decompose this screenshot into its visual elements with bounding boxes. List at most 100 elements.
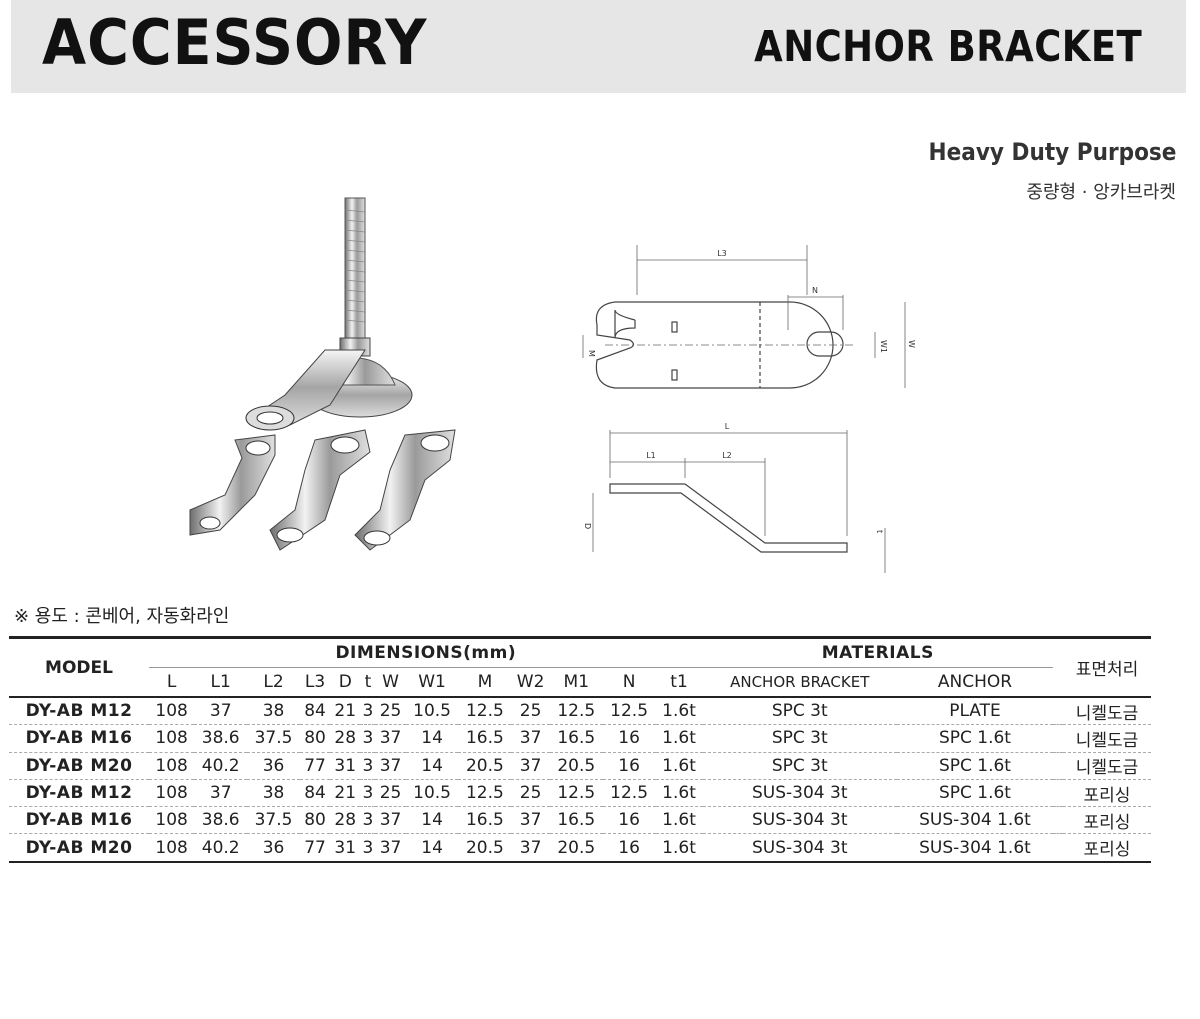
column-header-M1: M1	[549, 667, 603, 698]
cell-n: 16	[602, 833, 656, 863]
column-header-W2: W2	[511, 667, 550, 698]
cell-n: 16	[602, 806, 656, 835]
cell-m: 16.5	[458, 724, 512, 753]
cell-surface: 니켈도금	[1063, 724, 1151, 753]
column-header-t1: t1	[655, 667, 703, 698]
column-header-L3: L3	[299, 667, 331, 698]
cell-l1: 38.6	[194, 724, 248, 753]
cell-w2: 37	[511, 806, 550, 835]
product-photo	[189, 197, 456, 551]
cell-surface: 포리싱	[1063, 806, 1151, 835]
cell-n: 16	[602, 752, 656, 780]
column-header-anchor: ANCHOR	[896, 667, 1053, 698]
drawing-side-view: L L1 L2 D t	[583, 422, 886, 573]
cell-model: DY-AB M16	[9, 724, 149, 753]
cell-model: DY-AB M12	[9, 697, 149, 726]
column-header-dimensions: DIMENSIONS(mm)	[149, 636, 703, 668]
cell-l: 108	[149, 697, 195, 726]
spec-table: MODEL DIMENSIONS(mm) MATERIALS 표면처리 L L1…	[9, 636, 1151, 863]
cell-d: 21	[330, 697, 361, 726]
purpose-label-korean: 중량형 · 앙카브라켓	[1026, 182, 1176, 203]
cell-t: 3	[360, 697, 376, 726]
cell-w1: 14	[405, 752, 459, 780]
dim-label-N: N	[812, 286, 818, 295]
cell-l1: 37	[194, 697, 248, 726]
column-header-L2: L2	[247, 667, 300, 698]
cell-m: 12.5	[458, 697, 512, 726]
cell-l2: 37.5	[247, 806, 300, 835]
cell-anchor: SUS-304 1.6t	[896, 806, 1053, 835]
column-header-model: MODEL	[9, 636, 149, 698]
cell-t1: 1.6t	[655, 806, 703, 835]
cell-l3: 80	[299, 806, 331, 835]
column-header-M: M	[458, 667, 512, 698]
dim-label-W: W	[907, 340, 915, 348]
cell-l3: 80	[299, 724, 331, 753]
cell-w1: 14	[405, 806, 459, 835]
dim-label-L3: L3	[717, 249, 727, 258]
header-band	[11, 0, 1186, 93]
cell-l: 108	[149, 724, 195, 753]
cell-surface: 니켈도금	[1063, 752, 1151, 780]
cell-w2: 37	[511, 833, 550, 863]
dim-label-M: M	[587, 350, 596, 357]
page-title: ACCESSORY	[42, 6, 428, 79]
cell-t: 3	[360, 779, 376, 808]
cell-m: 16.5	[458, 806, 512, 835]
cell-l: 108	[149, 752, 195, 780]
cell-m1: 16.5	[549, 724, 603, 753]
cell-l1: 38.6	[194, 806, 248, 835]
column-header-L1: L1	[194, 667, 248, 698]
cell-l3: 84	[299, 697, 331, 726]
cell-m: 20.5	[458, 833, 512, 863]
cell-surface: 포리싱	[1063, 833, 1151, 863]
cell-anchor: PLATE	[896, 697, 1053, 726]
bracket-image-1	[189, 434, 276, 536]
cell-w2: 25	[511, 697, 550, 726]
cell-l1: 40.2	[194, 833, 248, 863]
cell-model: DY-AB M20	[9, 833, 149, 863]
cell-d: 28	[330, 724, 361, 753]
column-header-W1: W1	[405, 667, 459, 698]
cell-anchor: SPC 1.6t	[896, 724, 1053, 753]
cell-l2: 36	[247, 752, 300, 780]
cell-bracket: SUS-304 3t	[702, 833, 897, 863]
cell-d: 28	[330, 806, 361, 835]
cell-bracket: SUS-304 3t	[702, 806, 897, 835]
cell-m: 20.5	[458, 752, 512, 780]
cell-l: 108	[149, 806, 195, 835]
column-header-W: W	[375, 667, 406, 698]
cell-w1: 10.5	[405, 779, 459, 808]
cell-w: 25	[375, 779, 406, 808]
cell-n: 12.5	[602, 779, 656, 808]
purpose-label: Heavy Duty Purpose	[928, 138, 1176, 166]
cell-l2: 38	[247, 779, 300, 808]
cell-surface: 포리싱	[1063, 779, 1151, 808]
cell-m1: 20.5	[549, 833, 603, 863]
cell-anchor: SPC 1.6t	[896, 752, 1053, 780]
cell-m1: 12.5	[549, 779, 603, 808]
leveling-foot-image	[245, 197, 413, 431]
drawing-top-view: L3 N M W1 W	[582, 245, 915, 389]
cell-t: 3	[360, 724, 376, 753]
cell-w: 37	[375, 833, 406, 863]
dim-label-t: t	[875, 530, 884, 533]
cell-t1: 1.6t	[655, 697, 703, 726]
cell-l3: 77	[299, 833, 331, 863]
cell-w1: 14	[405, 833, 459, 863]
dim-label-D: D	[583, 523, 592, 529]
column-header-materials: MATERIALS	[702, 636, 1053, 668]
cell-w2: 37	[511, 724, 550, 753]
column-header-t: t	[360, 667, 376, 698]
cell-l: 108	[149, 779, 195, 808]
cell-d: 21	[330, 779, 361, 808]
dim-label-L1: L1	[646, 451, 656, 460]
cell-w: 25	[375, 697, 406, 726]
usage-note: ※ 용도 : 콘베어, 자동화라인	[14, 606, 230, 627]
cell-anchor: SUS-304 1.6t	[896, 833, 1053, 863]
column-header-L: L	[149, 667, 195, 698]
cell-bracket: SPC 3t	[702, 724, 897, 753]
